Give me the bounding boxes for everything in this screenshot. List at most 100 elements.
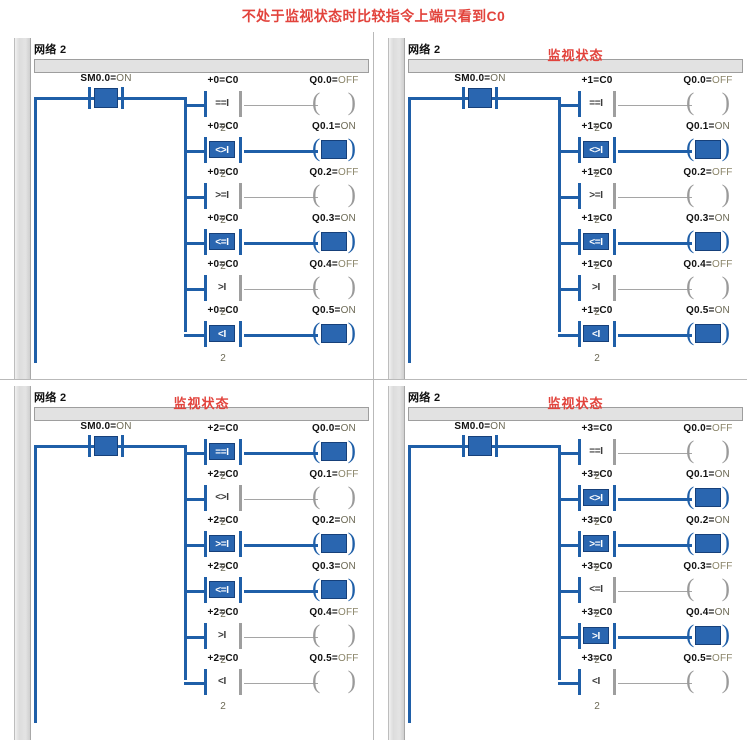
- output-coil[interactable]: Q0.4=OFF(): [683, 259, 732, 303]
- enable-contact-sm0-0[interactable]: SM0.0=ON: [454, 421, 505, 457]
- network-gutter-bar[interactable]: [14, 386, 31, 740]
- network-gutter-bar[interactable]: [388, 386, 405, 740]
- compare-operator: <>I: [209, 141, 235, 158]
- output-coil[interactable]: Q0.2=OFF(): [309, 167, 358, 211]
- output-coil[interactable]: Q0.1=ON(): [312, 121, 356, 165]
- branch-to-compare-wire: [184, 452, 206, 455]
- output-coil[interactable]: Q0.4=OFF(): [309, 607, 358, 651]
- output-coil[interactable]: Q0.1=ON(): [686, 121, 730, 165]
- enable-contact-sm0-0[interactable]: SM0.0=ON: [80, 73, 131, 109]
- coil-left-paren-icon: (: [686, 621, 695, 648]
- output-coil[interactable]: Q0.5=ON(): [312, 305, 356, 349]
- compare-right-bar: [613, 275, 616, 301]
- output-coil[interactable]: Q0.5=OFF(): [309, 653, 358, 697]
- output-coil-label: Q0.4=OFF: [309, 259, 359, 270]
- output-coil-label: Q0.0=OFF: [683, 75, 733, 86]
- output-coil[interactable]: Q0.2=ON(): [686, 515, 730, 559]
- compare-right-bar: [613, 669, 616, 695]
- network-comment-field[interactable]: [408, 59, 743, 73]
- compare-to-coil-wire: [244, 334, 318, 337]
- coil-fill: [321, 232, 347, 251]
- output-coil[interactable]: Q0.0=OFF(): [683, 75, 732, 119]
- output-coil[interactable]: Q0.4=OFF(): [309, 259, 358, 303]
- output-coil[interactable]: Q0.3=ON(): [312, 213, 356, 257]
- compare-to-coil-wire: [618, 334, 692, 337]
- compare-to-coil-wire: [618, 453, 692, 454]
- output-coil[interactable]: Q0.3=OFF(): [683, 561, 732, 605]
- compare-right-bar: [239, 183, 242, 209]
- output-coil[interactable]: Q0.2=OFF(): [683, 167, 732, 211]
- compare-left-bar: [578, 485, 581, 511]
- compare-bottom-operand: 2: [220, 471, 226, 482]
- output-coil-label: Q0.1=ON: [686, 121, 730, 132]
- output-coil[interactable]: Q0.0=OFF(): [309, 75, 358, 119]
- output-coil[interactable]: Q0.0=OFF(): [683, 423, 732, 467]
- compare-left-bar: [578, 91, 581, 117]
- compare-left-bar: [578, 439, 581, 465]
- network-gutter-bar[interactable]: [14, 38, 31, 379]
- compare-operator: <=I: [589, 584, 603, 595]
- compare-bottom-operand: 2: [220, 563, 226, 574]
- network-comment-field[interactable]: [34, 407, 369, 421]
- output-coil[interactable]: Q0.2=ON(): [312, 515, 356, 559]
- coil-left-paren-icon: (: [686, 135, 695, 162]
- coil-fill: [695, 534, 721, 553]
- output-coil[interactable]: Q0.5=ON(): [686, 305, 730, 349]
- enable-contact-sm0-0[interactable]: SM0.0=ON: [80, 421, 131, 457]
- coil-left-paren-icon: (: [312, 89, 321, 116]
- compare-to-coil-wire: [244, 590, 318, 593]
- output-coil[interactable]: Q0.5=OFF(): [683, 653, 732, 697]
- compare-right-bar: [239, 321, 242, 347]
- network-comment-field[interactable]: [34, 59, 369, 73]
- branch-to-compare-wire: [558, 242, 580, 245]
- output-coil[interactable]: Q0.1=ON(): [686, 469, 730, 513]
- compare-operator: ==I: [215, 98, 229, 109]
- compare-top-operand: +3=C0: [581, 607, 613, 618]
- compare-operator: ==I: [589, 98, 603, 109]
- compare-to-coil-wire: [244, 242, 318, 245]
- network-gutter-bar[interactable]: [388, 38, 405, 379]
- contact-symbol: [88, 435, 124, 457]
- coil-fill: [321, 140, 347, 159]
- output-coil[interactable]: Q0.3=ON(): [686, 213, 730, 257]
- output-coil[interactable]: Q0.3=ON(): [312, 561, 356, 605]
- output-coil[interactable]: Q0.0=ON(): [312, 423, 356, 467]
- coil-fill: [695, 232, 721, 251]
- coil-fill: [695, 580, 721, 599]
- compare-bottom-operand: 2: [594, 215, 600, 226]
- compare-right-bar: [613, 485, 616, 511]
- coil-left-paren-icon: (: [686, 483, 695, 510]
- compare-right-bar: [239, 137, 242, 163]
- enable-contact-sm0-0[interactable]: SM0.0=ON: [454, 73, 505, 109]
- network-comment-field[interactable]: [408, 407, 743, 421]
- output-coil[interactable]: Q0.1=OFF(): [309, 469, 358, 513]
- output-coil[interactable]: Q0.4=ON(): [686, 607, 730, 651]
